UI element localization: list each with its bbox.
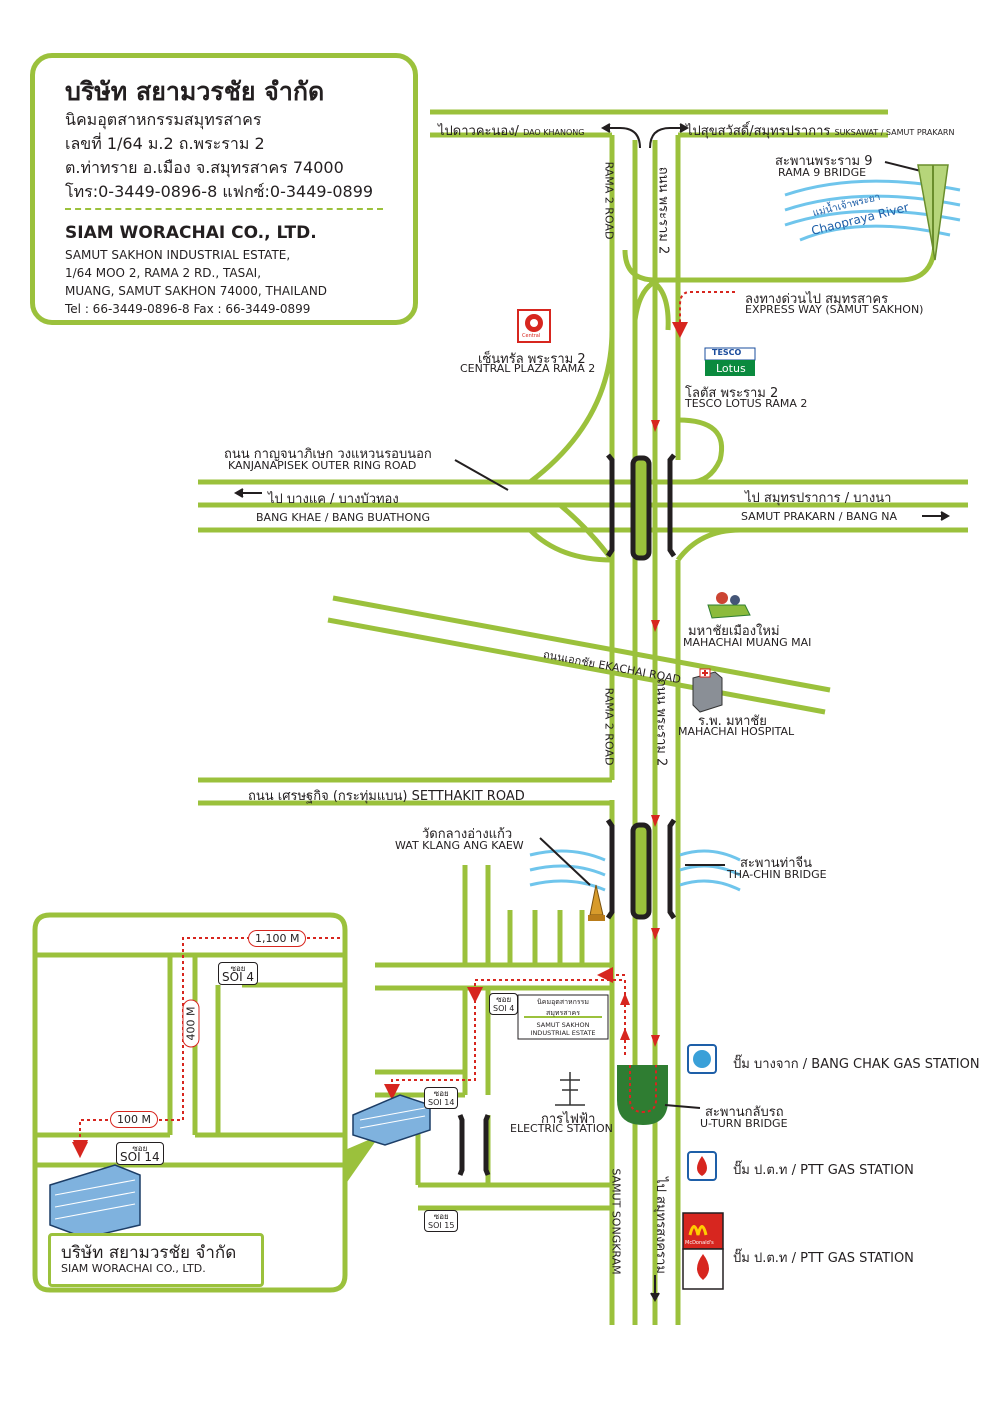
soi14-label: SOI 14 (428, 1098, 455, 1107)
soi-th: ซอย (230, 964, 246, 973)
dao-khanong-en: DAO KHANONG (523, 128, 585, 137)
samut-songkram-en: SAMUT SONGKRAM (609, 1168, 623, 1275)
suksawat-th: ไปสุขสวัสดิ์/สมุทรปราการ (686, 124, 831, 139)
central-en: CENTRAL PLAZA RAMA 2 (460, 362, 596, 375)
distance-100: 100 M (110, 1111, 158, 1128)
distance-1100: 1,100 M (248, 930, 307, 947)
company-info-box: บริษัท สยามวรชัย จำกัด นิคมอุตสาหกรรมสมุ… (30, 53, 418, 325)
tesco-en: TESCO LOTUS RAMA 2 (685, 397, 808, 410)
rama9-bridge-icon (917, 164, 949, 261)
tesco-logo-bottom: Lotus (716, 362, 746, 375)
samut-prakarn-en: SAMUT PRAKARN / BANG NA (741, 510, 898, 523)
divider (65, 208, 383, 210)
suksawat-en: SUKSAWAT / SAMUT PRAKARN (834, 128, 955, 137)
ptt-label-2: ปั๊ม ป.ต.ท / PTT GAS STATION (733, 1251, 914, 1266)
u-turn-bridge (617, 1065, 668, 1125)
electric-station-icon (555, 1072, 585, 1106)
electric-en: ELECTRIC STATION (510, 1122, 613, 1135)
tesco-lotus-logo-icon (704, 347, 756, 376)
estate-th: นิคมอุตสาหกรรมสมุทรสาคร (65, 110, 262, 129)
ptt-logo-icon (682, 1248, 724, 1290)
tesco-th: โลตัส พระราม 2 (685, 386, 779, 401)
bang-khae-en: BANG KHAE / BANG BUATHONG (256, 511, 430, 524)
soi-th: ซอย (433, 1212, 449, 1221)
address2-en: 1/64 MOO 2, RAMA 2 RD., TASAI, (65, 266, 262, 280)
inset-building-icon (49, 1164, 141, 1239)
soi-th: ซอย (433, 1089, 449, 1098)
rama9-bridge-en: RAMA 9 BRIDGE (778, 166, 867, 179)
mcdonalds-logo-icon (682, 1212, 724, 1250)
bangchak-logo-icon (687, 1044, 717, 1074)
address2-th: ต.ท่าทราย อ.เมือง จ.สมุทรสาคร 74000 (65, 158, 344, 177)
samut-prakarn-th: ไป สมุทรปราการ / บางนา (745, 491, 892, 506)
ptt-label-1: ปั๊ม ป.ต.ท / PTT GAS STATION (733, 1163, 914, 1178)
expressway-th: ลงทางด่วนไป สมุทรสาคร (745, 292, 889, 307)
mahachai-muang-mai-en: MAHACHAI MUANG MAI (683, 636, 812, 649)
inset-name-th: บริษัท สยามวรชัย จำกัด (61, 1243, 237, 1263)
ptt-logo-icon (687, 1151, 717, 1181)
central-logo-text: Central (522, 333, 541, 339)
rama2-road-th-top: ถนน พระราม 2 (655, 166, 671, 255)
soi4-label: SOI 4 (493, 1004, 515, 1013)
address1-en: SAMUT SAKHON INDUSTRIAL ESTATE, (65, 248, 291, 262)
inset-soi4-label: SOI 4 (222, 970, 255, 984)
electric-th: การไฟฟ้า (541, 1112, 596, 1127)
inset-box (32, 912, 348, 1293)
wat-temple-icon (588, 884, 605, 921)
company-name-en: SIAM WORACHAI CO., LTD. (65, 223, 317, 243)
uturn-th: สะพานกลับรถ (705, 1105, 784, 1120)
company-name-th: บริษัท สยามวรชัย จำกัด (65, 77, 325, 106)
company-building-icon (352, 1094, 431, 1146)
rama2-road-th-mid: ถนน พระราม 2 (653, 678, 669, 767)
soi-th: ซอย (496, 995, 512, 1004)
wat-en: WAT KLANG ANG KAEW (395, 839, 524, 852)
kanjanapisek-en: KANJANAPISEK OUTER RING ROAD (228, 459, 417, 472)
estate-sign-th: นิคมอุตสาหกรรม สมุทรสาคร (536, 998, 590, 1017)
ekachai-road (332, 595, 831, 693)
central-logo-icon (517, 309, 551, 343)
rama2-road-en-top: RAMA 2 ROAD (602, 161, 616, 240)
thachin-en: THA-CHIN BRIDGE (727, 868, 827, 881)
central-th: เซ็นทรัล พระราม 2 (478, 352, 586, 367)
wat-th: วัดกลางอ่างแก้ว (422, 827, 513, 842)
phone-th: โทร:0-3449-0896-8 แฟกซ์:0-3449-0899 (65, 182, 374, 201)
rama9-bridge-th: สะพานพระราม 9 (775, 154, 873, 169)
soi-th: ซอย (132, 1144, 148, 1153)
hospital-th: ร.พ. มหาชัย (698, 714, 767, 729)
estate-sign-en: SAMUT SAKHON INDUSTRIAL ESTATE (530, 1021, 596, 1037)
kanjanapisek-th: ถนน กาญจนาภิเษก วงแหวนรอบนอก (224, 447, 432, 462)
rama2-road-en-mid: RAMA 2 ROAD (602, 687, 616, 766)
address1-th: เลขที่ 1/64 ม.2 ถ.พระราม 2 (65, 134, 265, 153)
soi15-label: SOI 15 (428, 1221, 455, 1230)
hospital-en: MAHACHAI HOSPITAL (678, 725, 795, 738)
mahachai-muang-mai-th: มหาชัยเมืองใหม่ (688, 624, 780, 639)
distance-400: 400 M (182, 999, 200, 1048)
setthakit-road-label: ถนน เศรษฐกิจ (กระทุ่มแบน) SETTHAKIT ROAD (248, 789, 525, 804)
expressway-en: EXPRESS WAY (SAMUT SAKHON) (745, 303, 924, 316)
mahachai-muang-mai-icon (707, 592, 751, 619)
tesco-logo-top: TESCO (712, 348, 742, 357)
phone-en: Tel : 66-3449-0896-8 Fax : 66-3449-0899 (65, 302, 311, 316)
inset-soi14-label: SOI 14 (120, 1150, 160, 1164)
inset-name-en: SIAM WORACHAI CO., LTD. (61, 1262, 206, 1275)
bangchak-label: ปั๊ม บางจาก / BANG CHAK GAS STATION (733, 1057, 980, 1072)
dao-khanong-th: ไปดาวคะนอง/ (438, 124, 519, 139)
dao-khanong-label: ไปดาวคะนอง/ DAO KHANONG (438, 120, 584, 141)
samut-songkram-th: ไป สมุทรสงคราม (652, 1177, 668, 1274)
bang-khae-th: ไป บางแค / บางบัวทอง (268, 492, 399, 507)
inset-company-label: บริษัท สยามวรชัย จำกัด SIAM WORACHAI CO.… (48, 1233, 264, 1287)
address3-en: MUANG, SAMUT SAKHON 74000, THAILAND (65, 284, 328, 298)
uturn-en: U-TURN BRIDGE (700, 1117, 788, 1130)
mcd-logo-text: McDonald's (685, 1240, 714, 1246)
thachin-th: สะพานท่าจีน (740, 856, 813, 871)
suksawat-label: ไปสุขสวัสดิ์/สมุทรปราการ SUKSAWAT / SAMU… (686, 120, 954, 141)
hospital-icon (692, 668, 723, 713)
